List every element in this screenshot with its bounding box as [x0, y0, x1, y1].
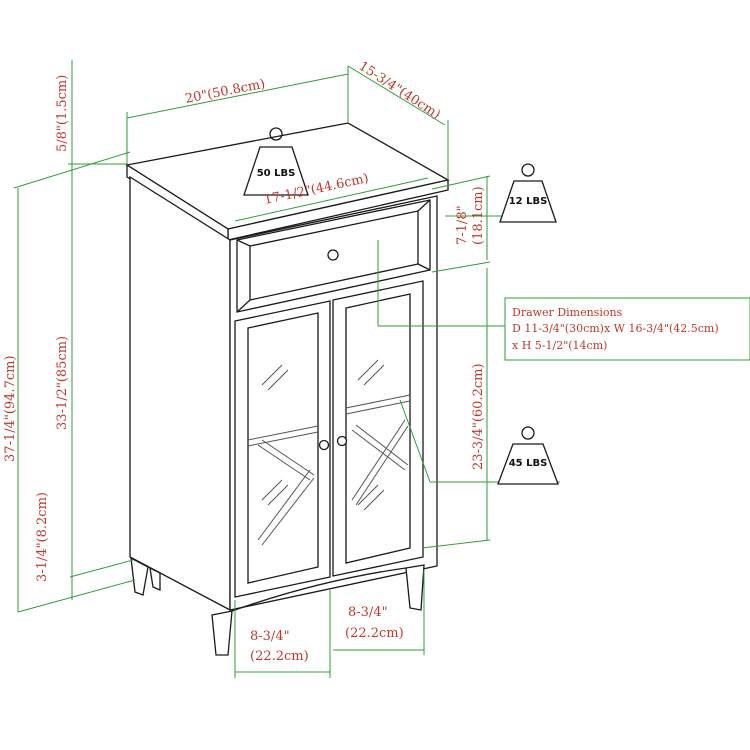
drawer-dimensions-line1: D 11-3/4"(30cm)x W 16-3/4"(42.5cm) — [512, 322, 719, 335]
drawer-dimensions-title: Drawer Dimensions — [512, 306, 623, 319]
dim-door-right-width-in: 8-3/4" — [348, 605, 388, 620]
right-door-glass — [345, 359, 411, 511]
dim-door-left-width-in: 8-3/4" — [250, 629, 290, 644]
dim-drawer-height-cm: (18.1cm) — [471, 186, 486, 245]
drawer-knob — [327, 249, 339, 261]
weight-icon-top: 50 LBS — [243, 127, 309, 196]
dim-top-depth: 15-3/4"(40cm) — [356, 59, 443, 123]
dim-body-height: 33-1/2"(85cm) — [55, 336, 70, 430]
weight-label-drawer: 12 LBS — [509, 196, 548, 207]
drawer-dimensions-box — [504, 297, 750, 361]
right-door — [332, 280, 424, 577]
weight-icon-drawer: 12 LBS — [499, 163, 557, 223]
dimension-lines — [13, 60, 750, 678]
dim-door-left-width-cm: (22.2cm) — [250, 649, 309, 664]
weight-icon-shelf: 45 LBS — [497, 426, 559, 485]
dim-door-height: 23-3/4"(60.2cm) — [471, 363, 486, 470]
cabinet-side-panel — [129, 175, 231, 612]
right-door-knob — [336, 435, 348, 447]
leg-front-left — [211, 610, 233, 656]
dim-door-right-width-cm: (22.2cm) — [345, 626, 404, 641]
dim-top-thickness: 5/8"(1.5cm) — [55, 75, 70, 152]
dim-leg-height: 3-1/4"(8.2cm) — [35, 492, 50, 582]
dim-drawer-height-in: 7-1/8" — [455, 205, 470, 245]
weight-label-shelf: 45 LBS — [509, 458, 548, 469]
dim-total-height: 37-1/4"(94.7cm) — [3, 355, 18, 462]
dim-top-width: 20"(50.8cm) — [184, 77, 267, 107]
left-door-glass — [247, 364, 319, 546]
cabinet-illustration — [125, 122, 450, 656]
left-door-knob — [318, 439, 330, 451]
leg-front-right — [405, 564, 425, 611]
left-door — [234, 300, 331, 598]
drawer-dimensions-line2: x H 5-1/2"(14cm) — [512, 339, 607, 352]
weight-label-top: 50 LBS — [257, 168, 296, 179]
